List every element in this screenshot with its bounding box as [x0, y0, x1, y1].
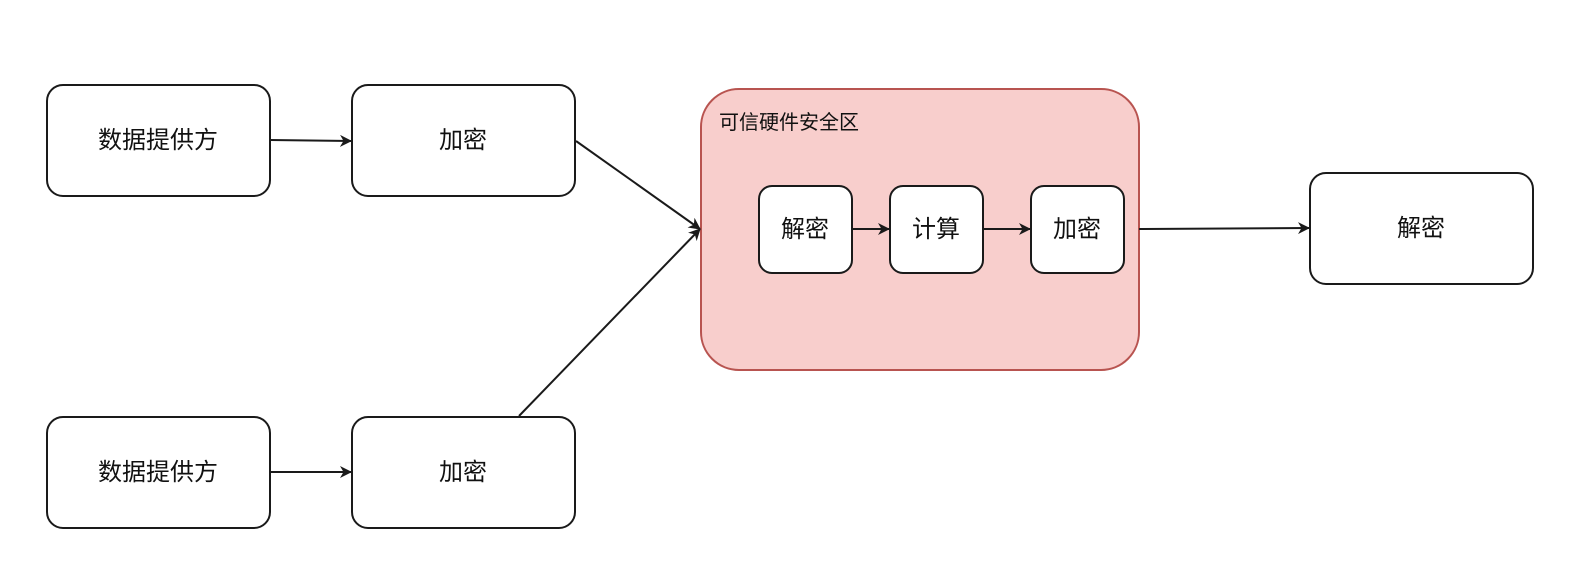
- edge-zone-to-output-decrypt: [1138, 222, 1310, 235]
- encrypt-bottom-label: 加密: [439, 458, 487, 486]
- edge-encrypt-bottom-to-zone: [518, 228, 701, 417]
- inner-decrypt[interactable]: 解密: [758, 185, 853, 274]
- output-decrypt[interactable]: 解密: [1309, 172, 1534, 285]
- inner-encrypt-label: 加密: [1053, 215, 1101, 243]
- output-decrypt-box: [1309, 172, 1534, 285]
- edge-encrypt-top-to-zone: [575, 140, 701, 230]
- inner-compute[interactable]: 计算: [889, 185, 984, 274]
- inner-encrypt[interactable]: 加密: [1030, 185, 1125, 274]
- data-provider-bottom-label: 数据提供方: [98, 458, 218, 486]
- inner-encrypt-box: [1030, 185, 1125, 274]
- edge-provider-top-to-encrypt-top: [269, 134, 352, 147]
- data-provider-top[interactable]: 数据提供方: [46, 84, 271, 197]
- encrypt-top-label: 加密: [439, 126, 487, 154]
- trusted-zone-label: 可信硬件安全区: [719, 110, 859, 134]
- data-provider-bottom[interactable]: 数据提供方: [46, 416, 271, 529]
- encrypt-bottom[interactable]: 加密: [351, 416, 576, 529]
- data-provider-top-label: 数据提供方: [98, 126, 218, 154]
- encrypt-top[interactable]: 加密: [351, 84, 576, 197]
- inner-compute-label: 计算: [912, 215, 960, 243]
- inner-decrypt-label: 解密: [781, 215, 829, 243]
- encrypt-bottom-box: [351, 416, 576, 529]
- encrypt-top-box: [351, 84, 576, 197]
- output-decrypt-label: 解密: [1397, 214, 1445, 242]
